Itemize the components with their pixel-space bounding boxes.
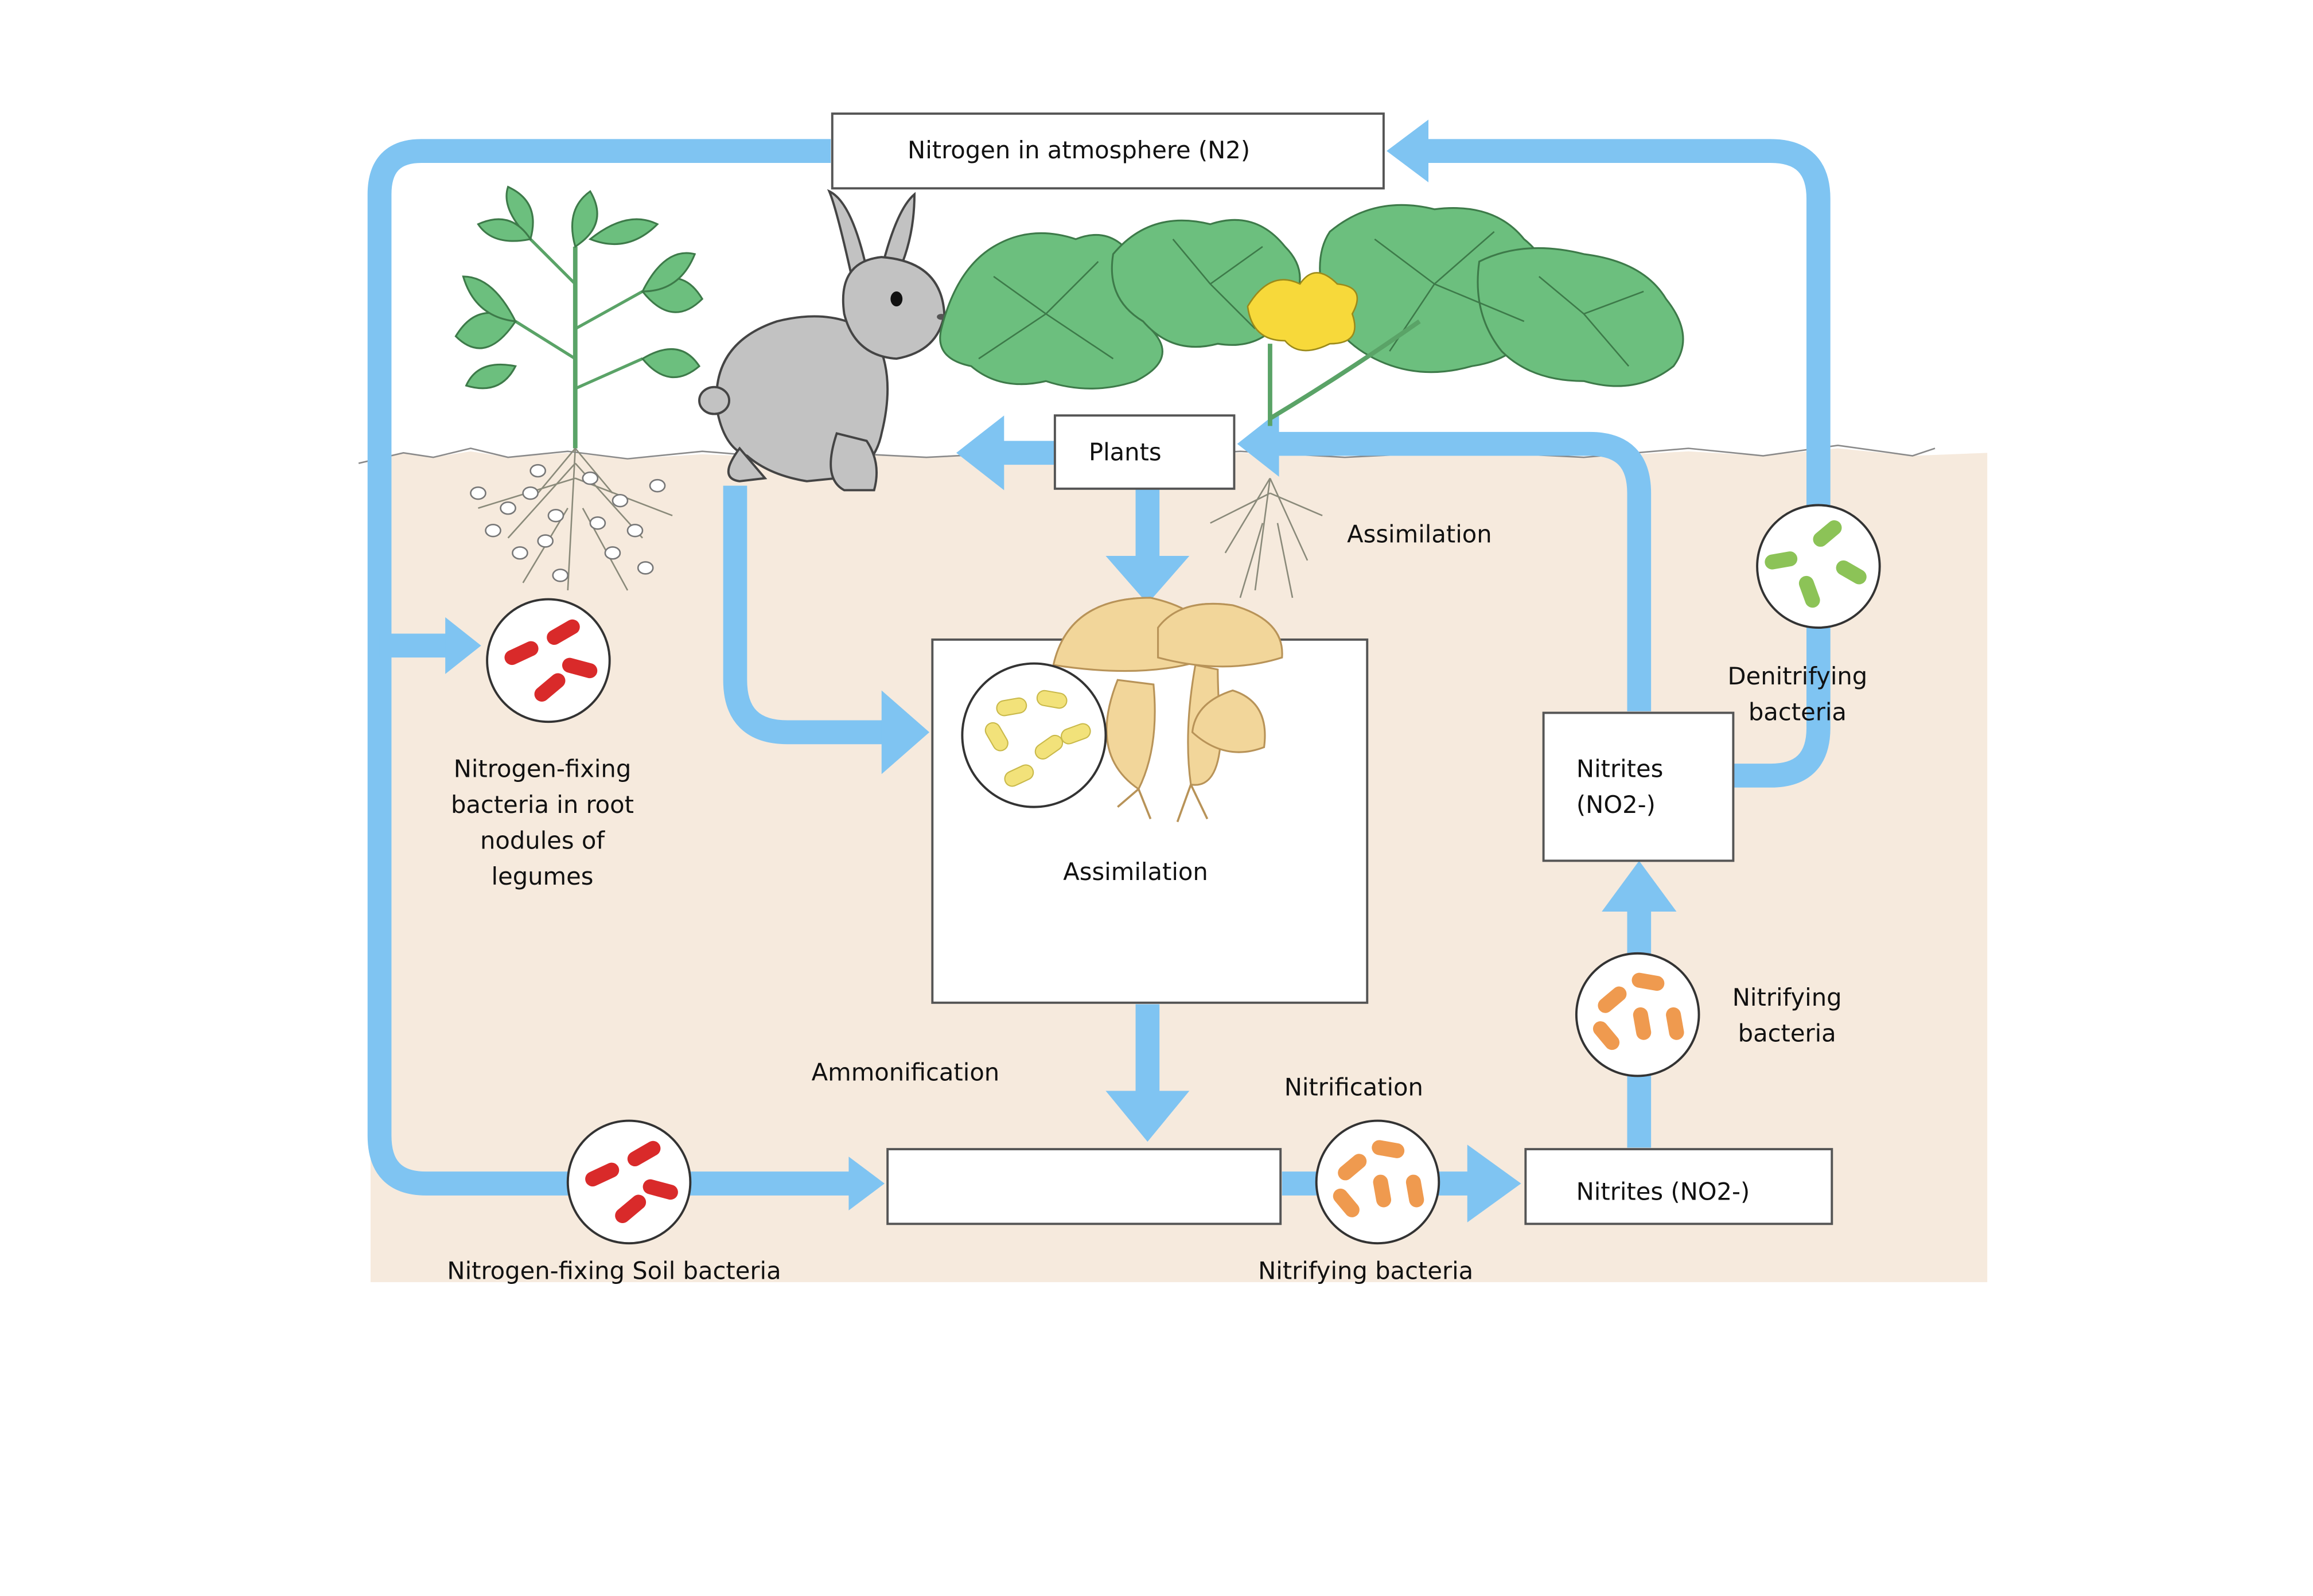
label-nitrifying-bottom: Nitrifying bacteria (1258, 1257, 1473, 1285)
arrowhead-to-ammonium (1105, 1091, 1190, 1142)
arrowheads (445, 119, 1677, 1223)
label-nfix-root-1: Nitrogen-fixing (454, 755, 632, 783)
label-nitrification: Nitrification (1284, 1073, 1423, 1101)
flower-illustration (1247, 272, 1358, 352)
arrowhead-soil-bacteria-to-ammonium (848, 1157, 885, 1210)
bacteria-nitrifying-right (1575, 952, 1700, 1077)
arrowhead-plants-down (1105, 556, 1190, 604)
arrow-animal-to-decomposers (723, 485, 891, 745)
arrowhead-plants-left (956, 415, 1004, 491)
bacteria-root-nodules (486, 598, 611, 723)
label-nfix-root-3: nodules of (480, 827, 605, 855)
ammonium-box (886, 1148, 1282, 1225)
nitrites-bottom-box (1524, 1148, 1833, 1225)
mushroom-overlay (1052, 597, 1283, 823)
label-nitrites-box-1: Nitrites (1576, 755, 1663, 783)
arrowhead-to-nitrites-box (1602, 861, 1677, 912)
boxes (831, 112, 1833, 1225)
nitrites-box (1542, 711, 1735, 862)
arrow-atmosphere-left-loop (367, 139, 864, 1196)
label-atmosphere: Nitrogen in atmosphere (N2) (908, 136, 1250, 164)
plants-box (1053, 414, 1236, 490)
bacteria-decomposers (961, 662, 1107, 808)
label-assimilation-box: Assimilation (1063, 858, 1208, 886)
label-denitrifying-2: bacteria (1749, 698, 1847, 726)
label-nfix-soil: Nitrogen-fixing Soil bacteria (447, 1257, 781, 1285)
label-assimilation-right: Assimilation (1347, 520, 1492, 548)
atmosphere-box (831, 112, 1385, 190)
label-nitrifying-right-1: Nitrifying (1732, 983, 1842, 1011)
label-ammonification: Ammonification (812, 1058, 1000, 1086)
squash-plant-illustration (939, 204, 1684, 598)
arrowhead-atmosphere (1387, 119, 1429, 182)
label-nitrifying-right-2: bacteria (1738, 1019, 1836, 1048)
arrowhead-to-decomposer-box (881, 690, 930, 774)
arrow-denitrification-loop (1422, 139, 1831, 788)
label-nitrites-bottom: Nitrites (NO2-) (1576, 1178, 1750, 1206)
bacteria-soil-nitrogen-fixing (566, 1119, 692, 1245)
label-nitrites-box-2: (NO2-) (1576, 791, 1656, 819)
rabbit-illustration (698, 189, 946, 492)
arrowhead-root-nodules (445, 617, 481, 674)
bacteria-nitrifying-bottom (1315, 1119, 1440, 1245)
text-labels: Nitrogen in atmosphere (N2) Plants Assim… (447, 136, 1867, 1284)
arrowhead-to-nitrites-bottom (1467, 1145, 1521, 1223)
label-denitrifying-1: Denitrifying (1728, 662, 1868, 690)
arrowhead-to-plants (1237, 411, 1279, 477)
label-nfix-root-2: bacteria in root (451, 791, 634, 819)
arrow-nitrites-to-plants (1273, 431, 1652, 711)
label-plants: Plants (1089, 438, 1162, 466)
bacteria-denitrifying (1756, 504, 1881, 629)
legume-plant-illustration (454, 185, 704, 591)
label-nfix-root-4: legumes (492, 862, 594, 890)
